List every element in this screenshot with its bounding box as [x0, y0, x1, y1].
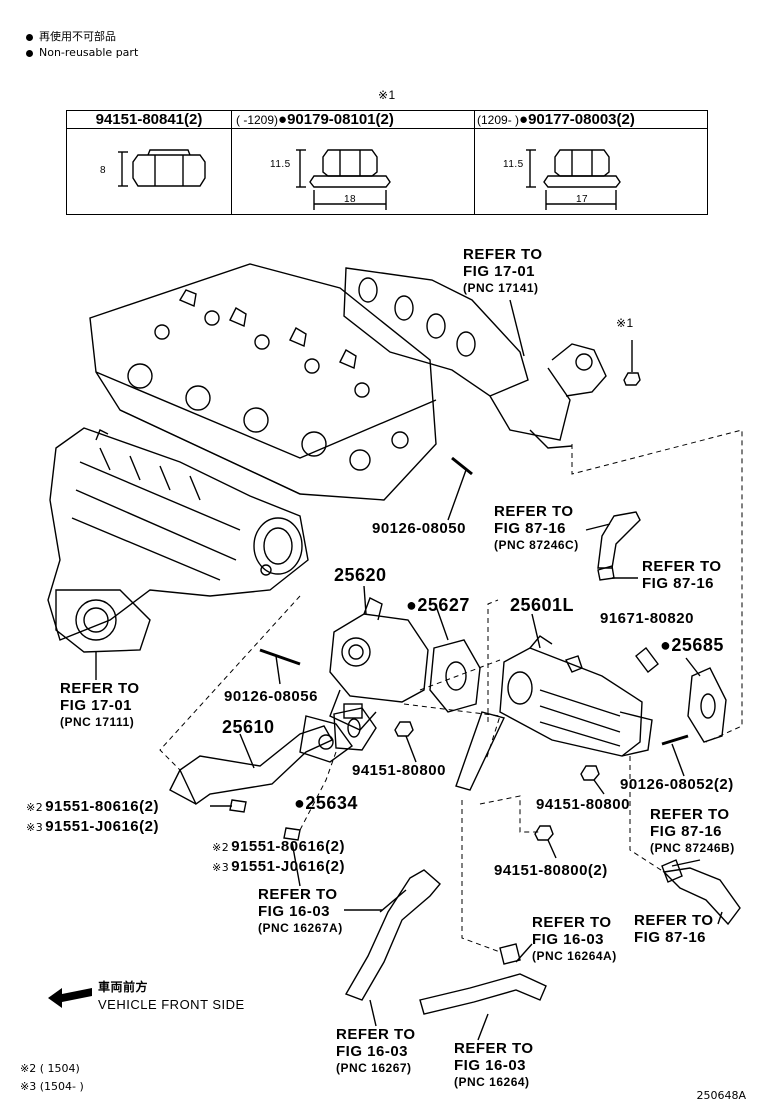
hose-16264-icon: [419, 973, 547, 1015]
part-25601l[interactable]: 25601L: [510, 595, 575, 615]
bolt-91551-b-icon: [283, 827, 301, 841]
dim3-height: 11.5: [503, 159, 524, 170]
non-reusable-dot-icon: [26, 49, 33, 57]
part-94151-80800-2[interactable]: 94151-80800(2): [494, 862, 608, 879]
exhaust-manifold-icon: [343, 267, 607, 449]
part-94151-80800-b[interactable]: 94151-80800: [536, 796, 630, 813]
mark-x1: ※1: [616, 316, 634, 330]
water-pipe-icon: [455, 711, 505, 791]
fastener-spec-table: 94151-80841(2) ( -1209)●90179-08101(2) (…: [66, 110, 708, 215]
part-90126-08056[interactable]: 90126-08056: [224, 688, 318, 705]
bolt-91671-icon: [635, 647, 659, 673]
part-91671-80820[interactable]: 91671-80820: [600, 610, 694, 627]
dim2-width: 18: [344, 194, 357, 205]
stud-90126-08050-icon: [451, 456, 473, 476]
hose-87246c-icon: [597, 511, 641, 569]
cylinder-head-icon: [89, 263, 437, 501]
vehicle-front-jp: 車両前方: [98, 980, 149, 994]
gasket-25634-icon: [333, 707, 377, 751]
part-25627[interactable]: ●25627: [406, 595, 470, 615]
part-90126-08052[interactable]: 90126-08052(2): [620, 776, 734, 793]
spec-col1-header: 94151-80841(2): [66, 110, 232, 129]
nut-94151-b-icon: [580, 765, 600, 781]
hose-16267a-icon: [344, 869, 441, 1001]
legend-jp: 再使用不可部品: [26, 30, 116, 43]
table-header-mark: ※1: [378, 88, 396, 102]
vehicle-front-arrow-icon: [48, 988, 92, 1008]
hose-clip-16264a-icon: [499, 943, 521, 965]
dim2-height: 11.5: [270, 159, 291, 170]
nut-3-icon: [526, 149, 621, 210]
nut-drawing-2: [231, 128, 475, 215]
diagram-code: 250648A: [696, 1089, 746, 1102]
dim1-height: 8: [100, 165, 107, 176]
dim3-width: 17: [576, 194, 589, 205]
nut-94151-c-icon: [534, 825, 554, 841]
nut-2-icon: [296, 149, 391, 210]
bolt-91551-a-icon: [229, 799, 247, 813]
spec-col3-header: (1209- )●90177-08003(2): [474, 110, 708, 129]
stud-90126-08056-icon: [259, 648, 301, 666]
note-x3: ※3 (1504- ): [20, 1080, 84, 1093]
manifold-nut-icon: [623, 372, 641, 386]
note-x2: ※2 ( 1504): [20, 1062, 80, 1075]
part-94151-80800-a[interactable]: 94151-80800: [352, 762, 446, 779]
part-90126-08050[interactable]: 90126-08050: [372, 520, 466, 537]
part-25610[interactable]: 25610: [222, 717, 275, 737]
non-reusable-dot-icon: [26, 33, 33, 41]
hose-87246b-icon: [662, 867, 741, 926]
nut-94151-a-icon: [394, 721, 414, 737]
gasket-25685-icon: [687, 667, 727, 743]
vehicle-front-en: VEHICLE FRONT SIDE: [98, 997, 245, 1012]
egr-cooler-icon: [499, 635, 653, 757]
stud-90126-08052-icon: [661, 734, 689, 746]
part-25620[interactable]: 25620: [334, 565, 387, 585]
part-25685[interactable]: ●25685: [660, 635, 724, 655]
part-25634[interactable]: ●25634: [294, 793, 358, 813]
gasket-25627-icon: [429, 639, 481, 713]
legend-en: Non-reusable part: [26, 46, 138, 59]
egr-pipe-25610-icon: [169, 715, 353, 806]
nut-1-icon: [118, 149, 206, 187]
intake-manifold-icon: [47, 427, 309, 653]
egr-valve-icon: [329, 597, 429, 731]
nut-drawing-3: [474, 128, 708, 215]
